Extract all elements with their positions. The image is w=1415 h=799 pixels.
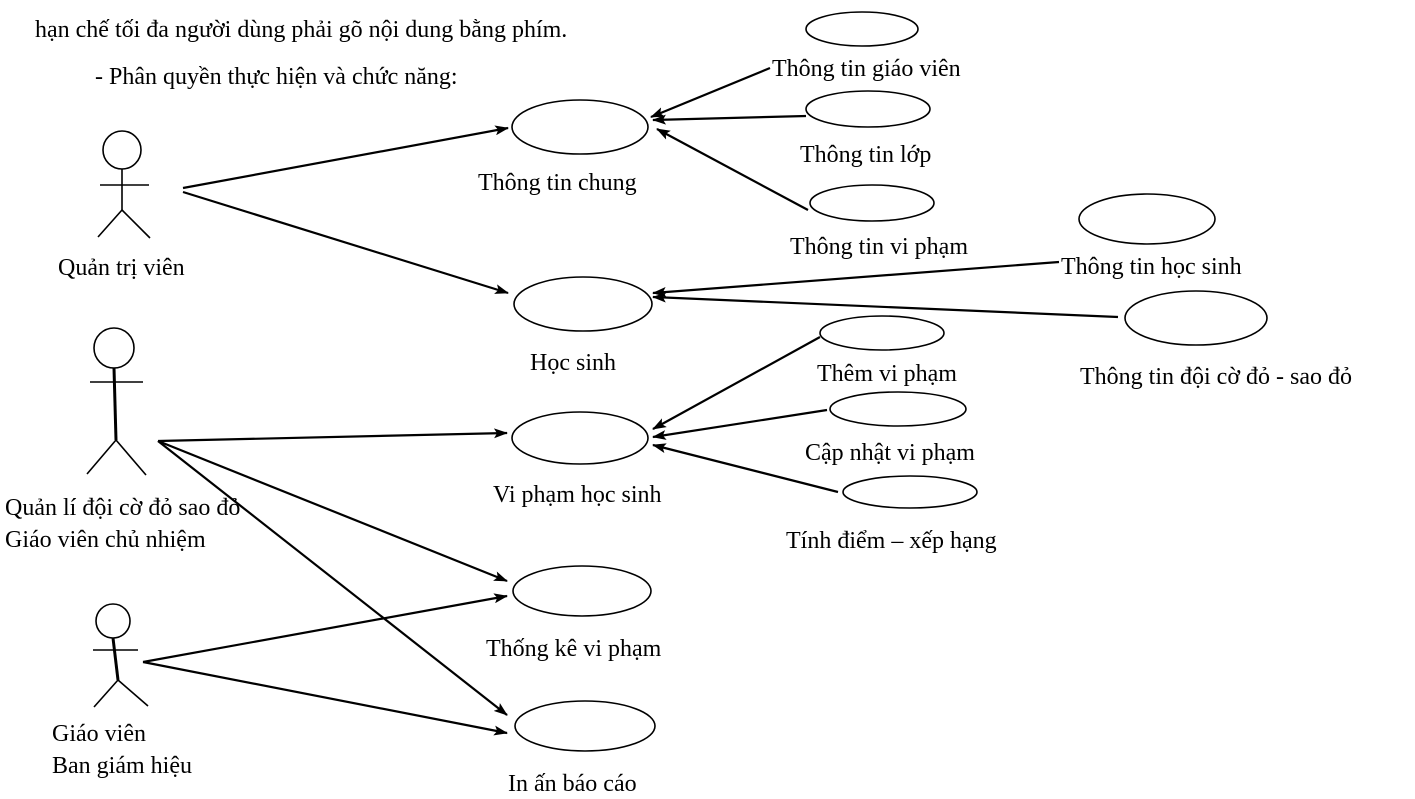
edge-scoring bbox=[652, 443, 839, 494]
edge-class-info-general bbox=[652, 114, 807, 125]
usecase-class-info-label: Thông tin lớp bbox=[800, 142, 931, 168]
usecase-update-violation bbox=[829, 391, 967, 427]
usecase-violation-info-label: Thông tin vi phạm bbox=[790, 234, 968, 260]
usecase-student bbox=[513, 276, 653, 332]
edge-redflag-info-student bbox=[652, 292, 1119, 319]
usecase-update-violation-label: Cập nhật vi phạm bbox=[805, 440, 975, 466]
edge-add-violation bbox=[652, 336, 821, 430]
edge-violation-info-general bbox=[656, 128, 809, 211]
usecase-add-violation-label: Thêm vi phạm bbox=[817, 361, 957, 387]
usecase-print-report bbox=[514, 700, 656, 752]
actor-teacher-board bbox=[93, 603, 149, 708]
usecase-teacher-info-label: Thông tin giáo viên bbox=[772, 56, 961, 82]
usecase-scoring bbox=[842, 475, 978, 509]
edge-update-violation bbox=[652, 408, 828, 440]
actor-teacher-label-2: Ban giám hiệu bbox=[52, 753, 192, 779]
usecase-student-info-label: Thông tin học sinh bbox=[1061, 254, 1242, 280]
intro-line-2: - Phân quyền thực hiện và chức năng: bbox=[95, 64, 458, 90]
usecase-statistics-label: Thống kê vi phạm bbox=[486, 636, 662, 662]
usecase-add-violation bbox=[819, 315, 945, 351]
usecase-print-report-label: In ấn báo cáo bbox=[508, 771, 637, 797]
usecase-general-info-label: Thông tin chung bbox=[478, 170, 637, 196]
usecase-statistics bbox=[512, 565, 652, 617]
edge-teacher-info-general bbox=[650, 66, 771, 119]
edge-teacher-statistics bbox=[142, 593, 508, 664]
edge-discipline-violation bbox=[157, 428, 508, 443]
usecase-student-label: Học sinh bbox=[530, 350, 616, 376]
usecase-class-info bbox=[805, 90, 931, 128]
usecase-red-flag-info-label: Thông tin đội cờ đỏ - sao đỏ bbox=[1080, 364, 1352, 390]
edge-teacher-print bbox=[142, 660, 508, 736]
usecase-red-flag-info bbox=[1124, 290, 1268, 346]
usecase-violation-label: Vi phạm học sinh bbox=[493, 482, 662, 508]
usecase-general-info bbox=[511, 99, 649, 155]
actor-admin-label: Quản trị viên bbox=[58, 255, 185, 281]
usecase-teacher-info bbox=[805, 11, 919, 47]
actor-discipline-manager bbox=[86, 327, 147, 476]
actor-teacher-label-1: Giáo viên bbox=[52, 721, 146, 747]
edge-admin-student bbox=[182, 190, 509, 295]
actor-discipline-label-1: Quản lí đội cờ đỏ sao đỏ bbox=[5, 495, 240, 521]
intro-line-1: hạn chế tối đa người dùng phải gõ nội du… bbox=[35, 17, 567, 43]
actor-admin bbox=[97, 130, 151, 239]
usecase-scoring-label: Tính điểm – xếp hạng bbox=[786, 528, 997, 554]
usecase-violation bbox=[511, 411, 649, 465]
actor-discipline-label-2: Giáo viên chủ nhiệm bbox=[5, 527, 206, 553]
usecase-student-info bbox=[1078, 193, 1216, 245]
edge-discipline-statistics bbox=[157, 439, 508, 583]
edge-student-info-student bbox=[652, 260, 1060, 297]
usecase-violation-info bbox=[809, 184, 935, 222]
edge-discipline-print bbox=[157, 440, 508, 716]
edge-admin-general bbox=[182, 125, 509, 190]
